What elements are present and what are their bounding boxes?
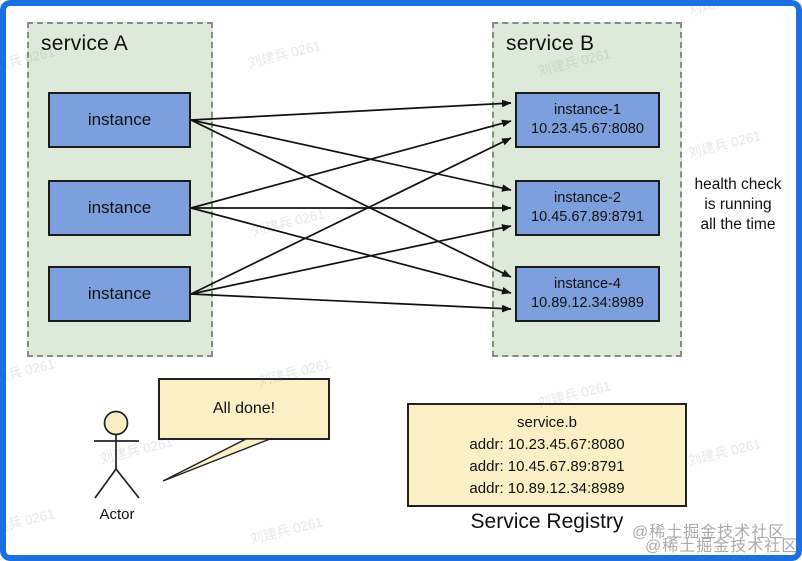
- service-registry-title: Service Registry: [470, 510, 624, 533]
- instance-name: instance-1: [554, 102, 621, 119]
- service-b-instance-1: instance-1 10.23.45.67:8080: [515, 92, 660, 148]
- registry-addr: addr: 10.89.12.34:8989: [469, 480, 625, 497]
- speech-bubble: All done!: [158, 378, 330, 440]
- instance-label: instance: [87, 110, 152, 129]
- arrows-a-to-b: [190, 99, 512, 313]
- instance-label: instance: [87, 284, 152, 303]
- instance-name: instance-4: [554, 276, 621, 293]
- service-b-instance-2: instance-2 10.45.67.89:8791: [515, 180, 660, 236]
- instance-label: instance: [87, 198, 152, 217]
- service-a-instance-2: instance: [48, 180, 191, 236]
- speech-text: All done!: [212, 400, 276, 417]
- diagonal-watermark: 刘建兵 0261: [686, 0, 763, 17]
- service-a-instance-1: instance: [48, 92, 191, 148]
- service-b-instance-4: instance-4 10.89.12.34:8989: [515, 266, 660, 322]
- speech-bubble-tail: [162, 438, 271, 482]
- registry-addr: addr: 10.45.67.89:8791: [469, 458, 625, 475]
- service-registry-box: service.b addr: 10.23.45.67:8080 addr: 1…: [407, 403, 687, 507]
- service-a-title: service A: [41, 32, 128, 55]
- health-check-note: health check is running all the time: [694, 176, 782, 233]
- instance-addr: 10.23.45.67:8080: [531, 121, 644, 137]
- instance-addr: 10.45.67.89:8791: [531, 209, 644, 225]
- instance-name: instance-2: [554, 190, 621, 207]
- diagonal-watermark: 刘建兵 0261: [246, 38, 323, 71]
- service-a-instance-3: instance: [48, 266, 191, 322]
- diagonal-watermark: 刘建兵 0261: [0, 356, 57, 389]
- diagonal-watermark: 刘建兵 0261: [0, 506, 57, 539]
- diagonal-watermark: 刘建兵 0261: [686, 128, 763, 161]
- diagonal-watermark: 刘建兵 0261: [686, 436, 763, 469]
- registry-addr: addr: 10.23.45.67:8080: [469, 436, 625, 453]
- actor-label: Actor: [99, 506, 135, 523]
- diagonal-watermark: 刘建兵 0261: [248, 514, 325, 547]
- service-b-title: service B: [506, 32, 595, 55]
- instance-addr: 10.89.12.34:8989: [531, 295, 644, 311]
- community-watermark: @稀土掘金技术社区: [645, 538, 799, 555]
- diagonal-watermark: 刘建兵 0261: [250, 206, 327, 239]
- actor-head: [103, 410, 129, 436]
- registry-service-name: service.b: [516, 414, 578, 431]
- actor-figure: [94, 410, 140, 499]
